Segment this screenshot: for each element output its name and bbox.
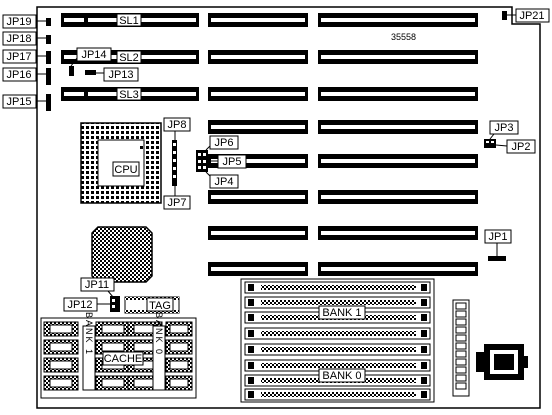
isa-slot-sl1: SL1 (61, 13, 199, 27)
jumper-jp14: JP14 (69, 47, 112, 76)
jumper-jp6-jp5-jp4-header (196, 150, 208, 172)
jumper-label-jp3: JP3 (495, 122, 514, 134)
jumper-jp3: JP3 (489, 120, 519, 140)
expansion-slots-right (318, 13, 478, 276)
jumper-jp21: JP21 (502, 8, 550, 23)
cache-label: CACHE (104, 353, 143, 365)
cpu-socket: CPU (80, 122, 162, 204)
jumper-label-jp7: JP7 (168, 197, 187, 209)
jumper-label-jp1: JP1 (489, 231, 508, 243)
jumper-label-jp5: JP5 (223, 156, 242, 168)
jumper-jp12: JP12 (63, 297, 110, 312)
jumper-jp17: JP17 (2, 49, 46, 64)
jumper-label-jp21: JP21 (519, 10, 544, 22)
tag-ram-chip: TAG (124, 296, 180, 314)
jumper-label-jp14: JP14 (81, 49, 106, 61)
isa-slot-sl3: SL3 (61, 87, 199, 101)
jumper-label-jp19: JP19 (6, 16, 31, 28)
simm-bank-0-label: BANK 0 (322, 370, 361, 382)
jumper-jp8-jp7-header (172, 140, 177, 186)
jumper-jp18: JP18 (2, 31, 46, 46)
cache-bank-0-label: BANK 0 (154, 312, 164, 356)
chipset-controller (91, 226, 153, 283)
slot-label-sl2: SL2 (119, 52, 139, 64)
jumper-jp4: JP4 (205, 171, 239, 189)
jumper-jp11-jp12-header (110, 296, 120, 312)
jumper-label-jp6: JP6 (215, 137, 234, 149)
jumper-jp7: JP7 (163, 186, 191, 210)
cache-bank-1-label: BANK 1 (84, 312, 94, 356)
jumper-jp13: JP13 (85, 67, 139, 82)
simm-banks: BANK 1 BANK 0 (240, 278, 435, 403)
jumper-jp2: JP2 (495, 139, 536, 154)
cpu-label: CPU (114, 164, 137, 176)
jumper-label-jp4: JP4 (215, 176, 234, 188)
keyboard-connector (476, 344, 528, 380)
jumper-jp3-jp2-header (484, 139, 496, 148)
jumper-label-jp2: JP2 (512, 141, 531, 153)
jumper-jp6: JP6 (205, 135, 239, 151)
jumper-label-jp18: JP18 (6, 33, 31, 45)
tag-label: TAG (149, 300, 171, 312)
expansion-slots-middle (208, 13, 308, 276)
jumper-label-jp15: JP15 (6, 96, 31, 108)
jumper-label-jp16: JP16 (6, 69, 31, 81)
slot-label-sl3: SL3 (119, 89, 139, 101)
slot-label-sl1: SL1 (119, 15, 139, 27)
simm-bank-1-label: BANK 1 (322, 307, 361, 319)
jumper-label-jp8: JP8 (168, 119, 187, 131)
left-jumper-headers (46, 18, 51, 111)
jumper-label-jp12: JP12 (67, 299, 92, 311)
jumper-jp1: JP1 (484, 229, 512, 261)
jumper-label-jp17: JP17 (6, 51, 31, 63)
jumper-jp16: JP16 (2, 67, 46, 82)
board-model-number: 35558 (391, 32, 416, 42)
jumper-jp19: JP19 (2, 14, 46, 29)
jumper-jp5: JP5 (208, 154, 247, 169)
jumper-jp15: JP15 (2, 94, 46, 109)
jumper-label-jp11: JP11 (85, 279, 109, 291)
cache-sram-block: BANK 1 BANK 0 CACHE (40, 312, 197, 399)
jumper-jp8: JP8 (163, 117, 191, 140)
power-connector (452, 299, 470, 397)
jumper-jp11: JP11 (80, 277, 115, 298)
jumper-label-jp13: JP13 (108, 69, 133, 81)
